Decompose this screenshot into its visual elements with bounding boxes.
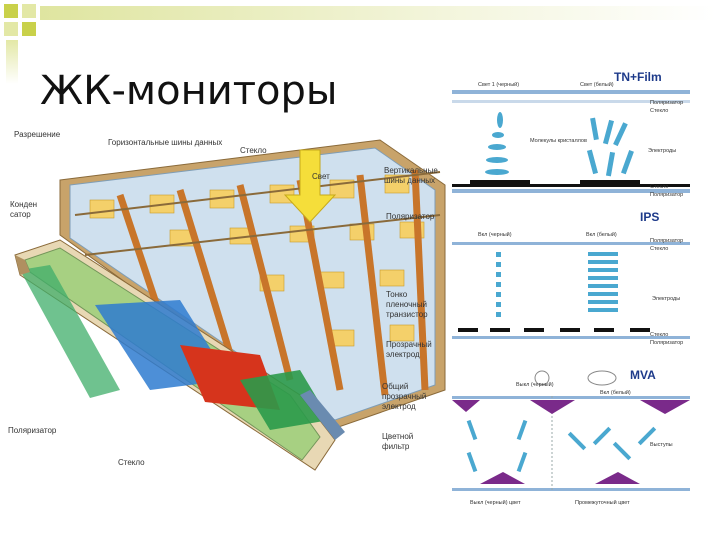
tn-label-4: Молекулы кристаллов <box>530 138 587 145</box>
ips-label-4: Электроды <box>652 296 680 303</box>
mva-label-4: Промежуточный цвет <box>575 500 630 507</box>
mva-header: MVA <box>630 368 656 382</box>
mva-label-1: Вкл (белый) <box>600 390 631 397</box>
mva-label-2: Выступы <box>650 442 673 449</box>
tn-film-header: TN+Film <box>614 70 662 84</box>
ips-panel <box>452 242 690 339</box>
tn-label-6: Стекло <box>650 184 668 191</box>
ips-header: IPS <box>640 210 659 224</box>
ips-label-3: Стекло <box>650 246 668 253</box>
tn-label-2: Поляризатор <box>650 100 683 107</box>
tn-label-7: Поляризатор <box>650 192 683 199</box>
tn-label-0: Свет 1 (черный) <box>478 82 519 89</box>
tn-label-1: Свет (белый) <box>580 82 614 89</box>
tn-label-3: Стекло <box>650 108 668 115</box>
ips-label-2: Поляризатор <box>650 238 683 245</box>
mva-label-3: Выкл (черный) цвет <box>470 500 520 507</box>
ips-label-5: Стекло <box>650 332 668 339</box>
ips-label-6: Поляризатор <box>650 340 683 347</box>
ips-label-1: Вкл (белый) <box>586 232 617 239</box>
ips-label-0: Вкл (черный) <box>478 232 512 239</box>
tn-label-5: Электроды <box>648 148 676 155</box>
mva-label-0: Выкл (черный) <box>516 382 554 389</box>
mva-panel <box>452 371 690 491</box>
